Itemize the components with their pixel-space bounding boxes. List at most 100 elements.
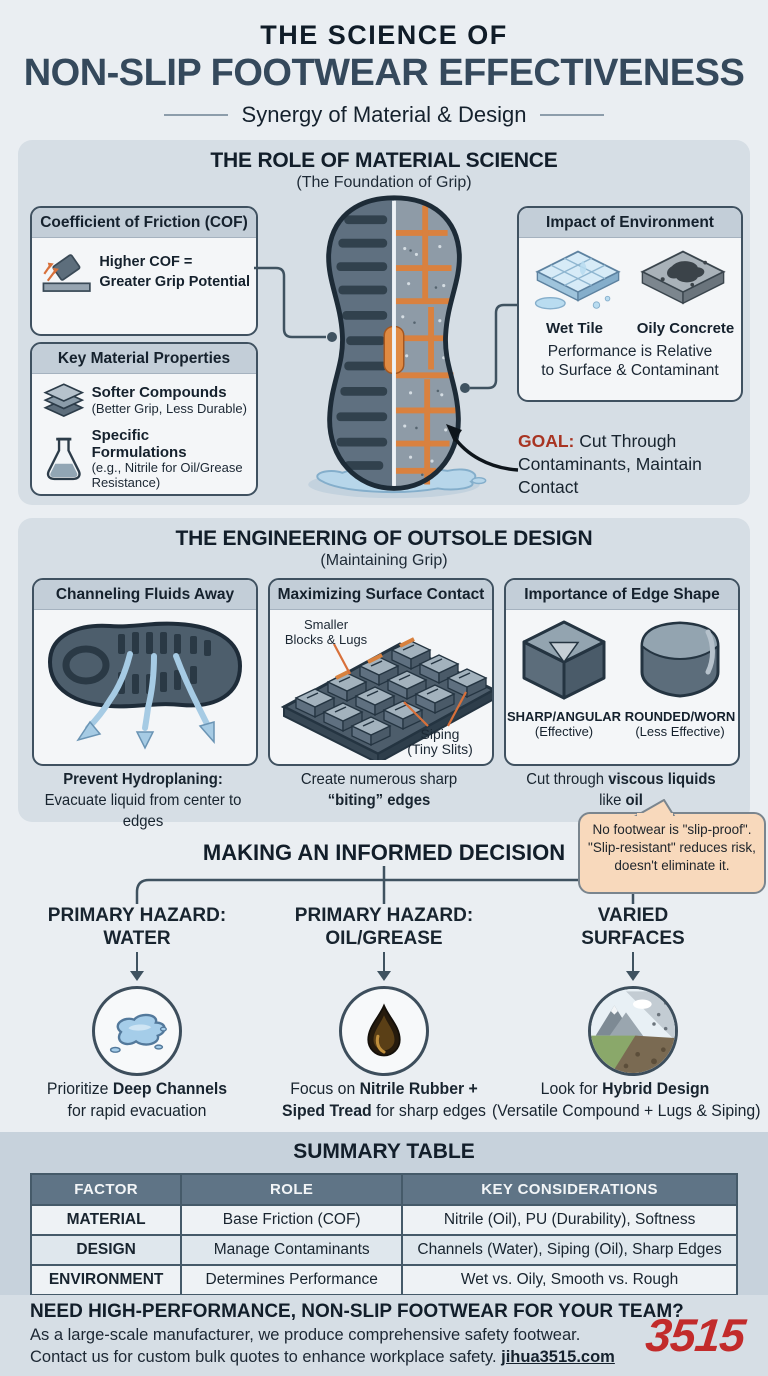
edge-caption-line1: Cut through viscous liquids [526,771,716,788]
rounded-edge-column: ROUNDED/WORN (Less Effective) [622,614,738,739]
cell-factor: ENVIRONMENT [29,1264,183,1296]
design-section-subtitle: (Maintaining Grip) [320,552,448,569]
channeling-caption-bold: Prevent Hydroplaning: [63,771,223,788]
cell-factor: DESIGN [29,1234,183,1266]
goal-callout: GOAL: Cut Through Contaminants, Maintain… [518,430,748,498]
page-title-line2: NON-SLIP FOOTWEAR EFFECTIVENESS [23,52,745,94]
summary-title: SUMMARY TABLE [293,1140,475,1163]
property-note: (e.g., Nitrile for Oil/Grease Resistance… [91,460,243,490]
cell-factor: MATERIAL [29,1204,183,1236]
environment-note: Performance is Relative to Surface & Con… [519,342,741,381]
channeling-box-header: Channeling Fluids Away [34,580,256,610]
brand-logo-3515: 3515 [642,1309,747,1361]
label-siping-line1: Siping [420,725,460,742]
varied-terrain-icon [591,989,675,1073]
cof-text: Higher COF = Greater Grip Potential [99,253,250,292]
channeling-fluids-box: Channeling Fluids Away [32,578,258,766]
decision-column-header-varied: VARIED SURFACES [581,905,685,949]
slip-resistant-warning-bubble: No footwear is "slip-proof". "Slip-resis… [578,799,766,894]
environment-note-line1: Performance is Relative [547,343,713,360]
cell-role: Determines Performance [180,1264,404,1296]
decision-column-header-oil: PRIMARY HAZARD: OIL/GREASE [294,905,474,949]
footer-headline: NEED HIGH-PERFORMANCE, NON-SLIP FOOTWEAR… [30,1301,684,1322]
column-header-considerations: KEY CONSIDERATIONS [401,1173,738,1206]
material-section-title: THE ROLE OF MATERIAL SCIENCE [210,149,558,172]
environment-note-line2: to Surface & Contaminant [541,362,719,380]
table-row-environment: ENVIRONMENT Determines Performance Wet v… [29,1264,738,1296]
environment-box: Impact of Environment [517,206,743,402]
footer-line2-text: Contact us for custom bulk quotes to enh… [30,1348,502,1366]
material-properties-box: Key Material Properties Softer Compounds… [30,342,258,496]
material-section-subtitle: (The Foundation of Grip) [296,174,472,191]
decision-section-title: MAKING AN INFORMED DECISION [202,840,566,865]
surface-label-oily-concrete: Oily Concrete [636,320,735,337]
wet-tile-icon [534,250,621,310]
surface-contact-header: Maximizing Surface Contact [270,580,492,610]
column-header-role: ROLE [180,1173,404,1206]
channeling-caption: Prevent Hydroplaning: Evacuate liquid fr… [27,770,260,832]
down-arrow-oil [376,952,392,981]
environment-box-header: Impact of Environment [519,208,741,238]
oil-drop-icon [367,1003,401,1057]
label-smaller-blocks-line1: Smaller [303,617,349,632]
sharp-edge-note: (Effective) [534,724,594,739]
edge-shape-header: Importance of Edge Shape [506,580,738,610]
cof-text-line2: Greater Grip Potential [99,274,250,290]
surface-contact-caption: Create numerous sharp “biting” edges [263,770,496,812]
footer-background [0,1295,768,1376]
water-caption: Prioritize Deep Channels for rapid evacu… [46,1079,228,1120]
goal-text: Cut Through Contaminants, Maintain Conta… [518,431,702,497]
outsole-design-section: THE ENGINEERING OF OUTSOLE DESIGN (Maint… [18,518,750,830]
cof-box-header: Coefficient of Friction (COF) [32,208,256,238]
cell-considerations: Wet vs. Oily, Smooth vs. Rough [401,1264,738,1296]
summary-table: FACTOR ROLE KEY CONSIDERATIONS MATERIAL … [29,1173,738,1296]
footer-line2: Contact us for custom bulk quotes to enh… [30,1348,615,1367]
table-row-design: DESIGN Manage Contaminants Channels (Wat… [29,1234,738,1266]
sharp-cube-icon [522,620,606,700]
cell-role: Base Friction (COF) [180,1204,404,1236]
footer-line1: As a large-scale manufacturer, we produc… [30,1326,581,1344]
decision-column-header-water: PRIMARY HAZARD: WATER [47,905,227,949]
varied-caption: Look for Hybrid Design (Versatile Compou… [492,1079,761,1120]
subtitle-text: Synergy of Material & Design [241,102,527,127]
properties-box-header: Key Material Properties [32,344,256,374]
friction-block-icon [42,254,91,292]
sharp-edge-column: SHARP/ANGULAR (Effective) [506,614,622,739]
goal-label: GOAL: [518,431,575,451]
cell-considerations: Nitrile (Oil), PU (Durability), Softness [401,1204,738,1236]
surface-caption-line1: Create numerous sharp [300,771,458,788]
cof-box: Coefficient of Friction (COF) Higher COF… [30,206,258,336]
warning-line3: doesn't eliminate it. [614,857,730,873]
table-row-material: MATERIAL Base Friction (COF) Nitrile (Oi… [29,1204,738,1236]
surface-label-wet-tile: Wet Tile [546,320,603,337]
oily-concrete-icon [639,250,726,305]
design-section-title: THE ENGINEERING OF OUTSOLE DESIGN [175,527,593,550]
water-puddle-icon [109,1013,167,1053]
down-arrow-varied [625,952,641,981]
page-subtitle: Synergy of Material & Design [0,102,768,128]
edge-shape-box: Importance of Edge Shape SHARP/ANGULAR (… [504,578,740,766]
label-siping-line2: (Tiny Slits) [407,741,473,758]
rounded-edge-note: (Less Effective) [635,724,725,739]
label-siping: Siping (Tiny Slits) [392,725,488,758]
varied-surfaces-circle [588,986,678,1076]
edge-caption-line2: like oil [599,791,643,809]
flask-icon [46,438,81,481]
subtitle-rule-right [540,114,605,116]
material-science-section: THE ROLE OF MATERIAL SCIENCE (The Founda… [18,140,750,505]
website-link[interactable]: jihua3515.com [501,1348,615,1366]
channeling-caption-rest: Evacuate liquid from center to edges [44,791,242,830]
fluid-channels-illustration [47,621,243,750]
sharp-edge-title: SHARP/ANGULAR [506,709,622,724]
summary-header-row: FACTOR ROLE KEY CONSIDERATIONS [29,1173,738,1206]
rounded-edge-title: ROUNDED/WORN [624,709,736,724]
property-title: Softer Compounds [91,384,227,402]
property-title: Specific Formulations [91,427,187,461]
property-item-softer-compounds: Softer Compounds (Better Grip, Less Dura… [42,381,248,421]
property-note: (Better Grip, Less Durable) [91,400,247,416]
cell-considerations: Channels (Water), Siping (Oil), Sharp Ed… [401,1234,738,1266]
bubble-tail [634,799,676,816]
cell-role: Manage Contaminants [180,1234,404,1266]
rounded-cube-icon [640,621,720,698]
